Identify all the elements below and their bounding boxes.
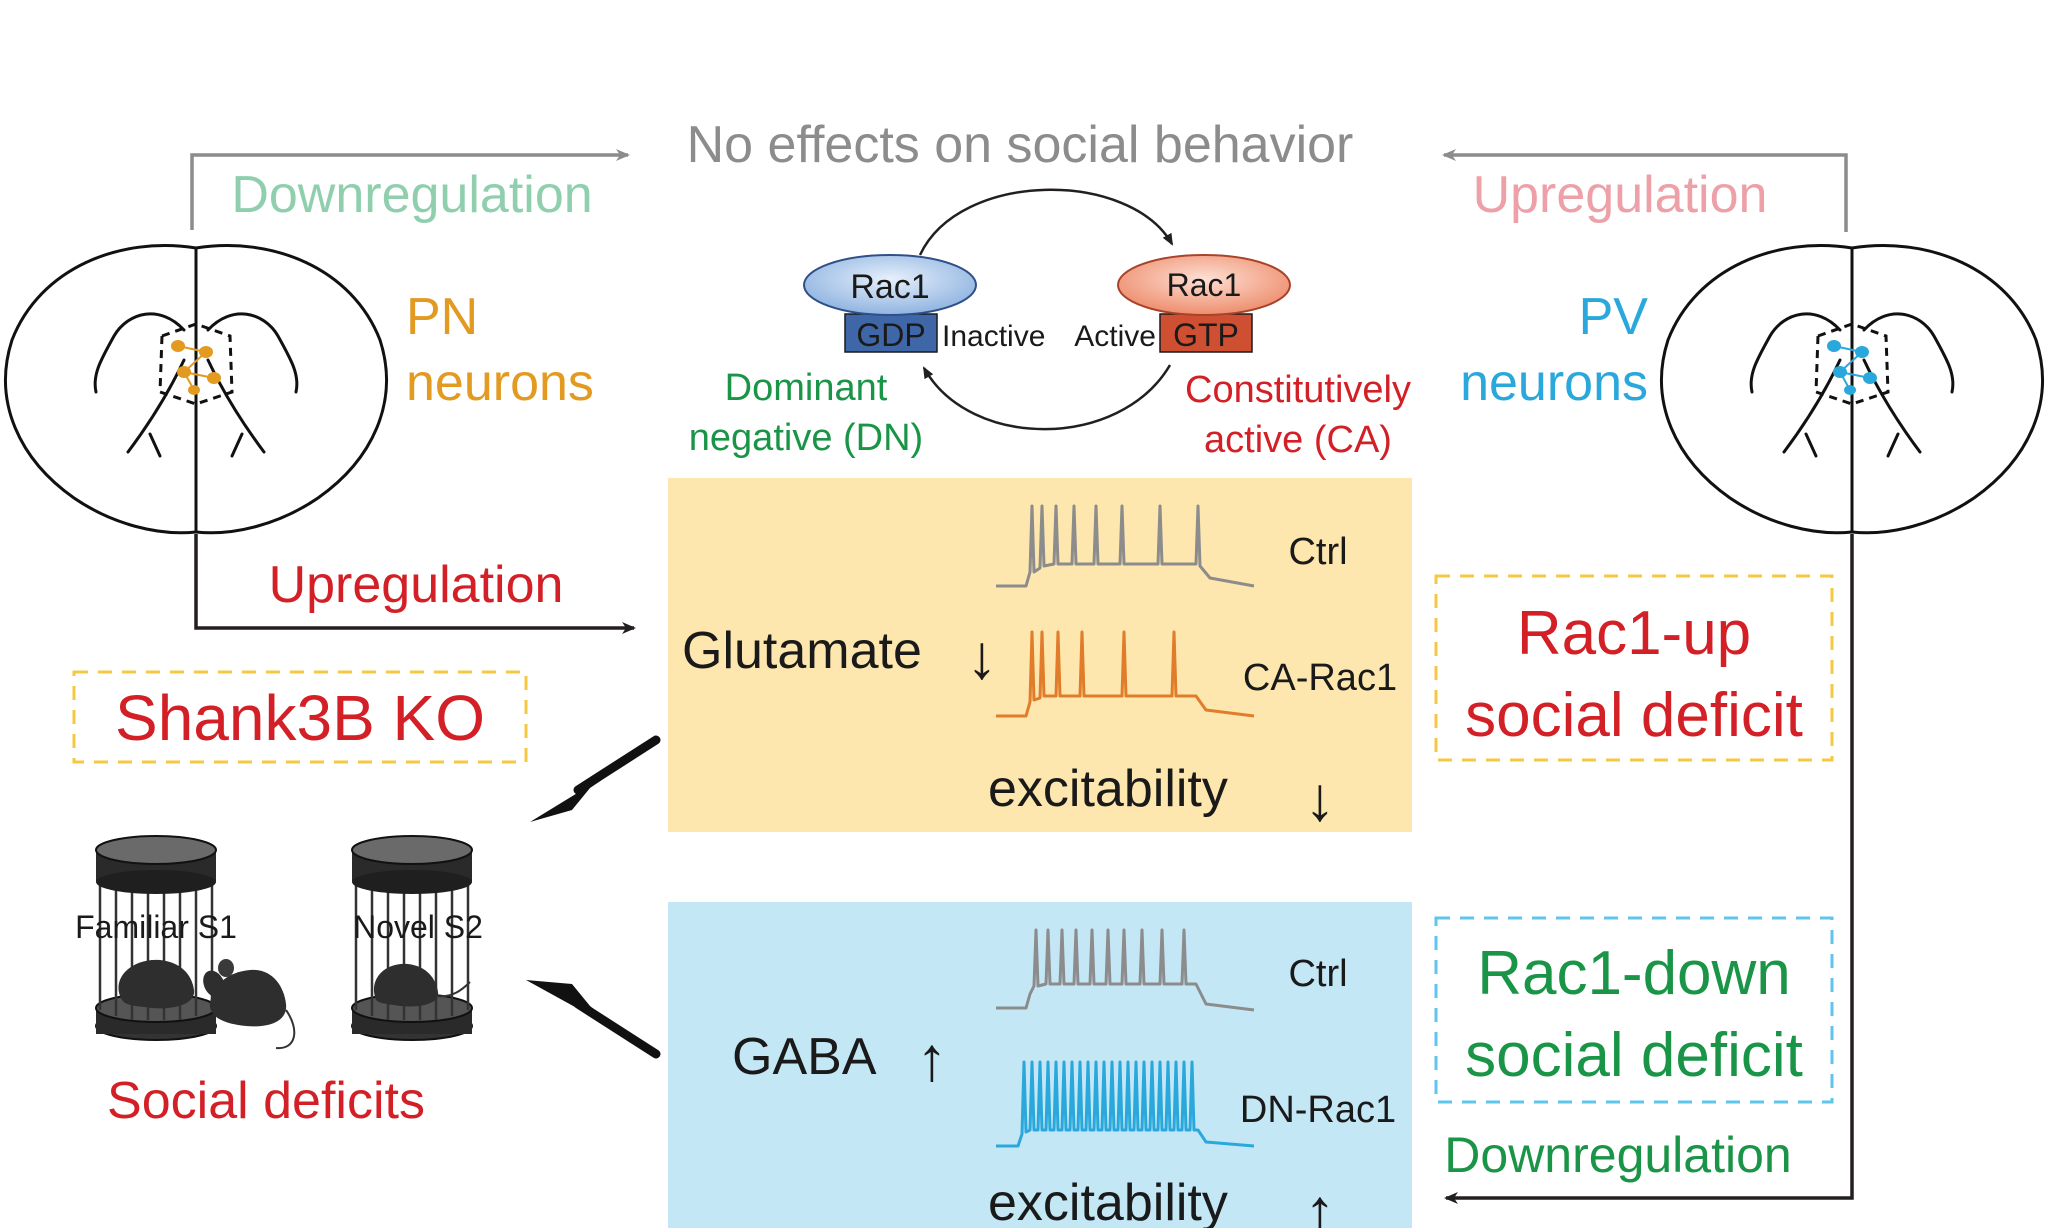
gaba-ctrl-label: Ctrl xyxy=(1288,953,1347,995)
ca-label-line1: Constitutively xyxy=(1185,369,1411,411)
ctrl-trace-glutamate xyxy=(996,504,1255,588)
right-upregulation-label: Upregulation xyxy=(1473,166,1768,224)
novel-cage-label: Novel S2 xyxy=(353,909,483,945)
rac1-inactive-name: Rac1 xyxy=(850,268,929,306)
top-arrows xyxy=(190,149,1848,232)
rac1-inactive-ellipse xyxy=(803,254,977,316)
rac1-active-name: Rac1 xyxy=(1167,267,1242,303)
dn-label-line2: negative (DN) xyxy=(689,417,923,459)
gaba-excitability-arrow: ↑ xyxy=(1305,1177,1336,1228)
activation-arrow xyxy=(918,188,1174,256)
rac1-down-box: Rac1-down social deficit xyxy=(1434,916,1834,1104)
gtp-label: GTP xyxy=(1173,317,1239,353)
inactivation-arrow xyxy=(922,364,1172,431)
glutamate-panel: Glutamate ↓ Ctrl CA-Rac1 excitability ↓ xyxy=(668,478,1412,834)
gaba-label: GABA xyxy=(732,1028,877,1086)
pv-downregulation-label: Downregulation xyxy=(1444,1127,1791,1183)
pv-label-line2: neurons xyxy=(1460,354,1648,412)
rac1-up-line2: social deficit xyxy=(1465,681,1803,750)
ca-rac1-trace xyxy=(996,630,1255,718)
pn-label-line1: PN xyxy=(406,288,478,346)
dn-rac1-trace xyxy=(996,1060,1255,1148)
rac1-down-line1: Rac1-down xyxy=(1477,939,1791,1008)
glutamate-excitability-label: excitability xyxy=(988,760,1228,818)
right-upregulation-arrow xyxy=(1442,149,1848,232)
mouse-icon xyxy=(203,959,296,1050)
shank3b-label: Shank3B KO xyxy=(115,682,485,754)
ca-rac1-label: CA-Rac1 xyxy=(1243,657,1397,699)
glutamate-label: Glutamate xyxy=(682,622,922,680)
glutamate-to-deficit-arrow xyxy=(530,735,661,822)
gtp-box xyxy=(1159,313,1253,353)
pn-upregulation-arrow xyxy=(194,534,636,634)
rac1-active-ellipse xyxy=(1117,254,1291,316)
gaba-to-deficit-arrow xyxy=(526,980,661,1059)
ctrl-trace-gaba xyxy=(996,928,1255,1012)
shank3b-box: Shank3B KO xyxy=(72,670,528,764)
rac1-down-line2: social deficit xyxy=(1465,1021,1803,1090)
left-brain-section xyxy=(4,244,388,535)
inactive-state-label: Inactive xyxy=(942,320,1045,353)
ca-label-line2: active (CA) xyxy=(1204,419,1392,461)
rac1-up-box: Rac1-up social deficit xyxy=(1434,574,1834,762)
glutamate-arrow: ↓ xyxy=(967,623,998,692)
left-downregulation-label: Downregulation xyxy=(231,166,592,224)
active-state-label: Active xyxy=(1074,320,1156,353)
rac1-cycle: Rac1 GDP Inactive Rac1 GTP Active Domina… xyxy=(689,188,1411,461)
pv-label-line1: PV xyxy=(1579,288,1649,346)
rac1-up-line1: Rac1-up xyxy=(1517,599,1751,668)
right-brain-section xyxy=(1660,244,2044,535)
familiar-cage-label: Familiar S1 xyxy=(75,909,237,945)
dn-rac1-label: DN-Rac1 xyxy=(1240,1089,1396,1131)
left-downregulation-arrow xyxy=(190,149,630,230)
no-effects-title: No effects on social behavior xyxy=(687,116,1354,174)
pn-upregulation-label: Upregulation xyxy=(269,556,564,614)
gaba-excitability-label: excitability xyxy=(988,1174,1228,1228)
gaba-panel: GABA ↑ Ctrl DN-Rac1 excitability ↑ xyxy=(668,902,1412,1228)
dn-label-line1: Dominant xyxy=(725,367,888,409)
gdp-label: GDP xyxy=(856,317,925,353)
glutamate-excitability-arrow: ↓ xyxy=(1305,765,1336,834)
glutamate-ctrl-label: Ctrl xyxy=(1288,531,1347,573)
gdp-box xyxy=(844,313,938,353)
social-deficits-label: Social deficits xyxy=(107,1072,425,1130)
pv-downregulation-arrow xyxy=(1444,534,1854,1204)
novel-cage-icon xyxy=(351,835,473,1041)
familiar-cage-icon xyxy=(95,835,217,1041)
gaba-arrow: ↑ xyxy=(917,1025,948,1094)
pn-label-line2: neurons xyxy=(406,354,594,412)
